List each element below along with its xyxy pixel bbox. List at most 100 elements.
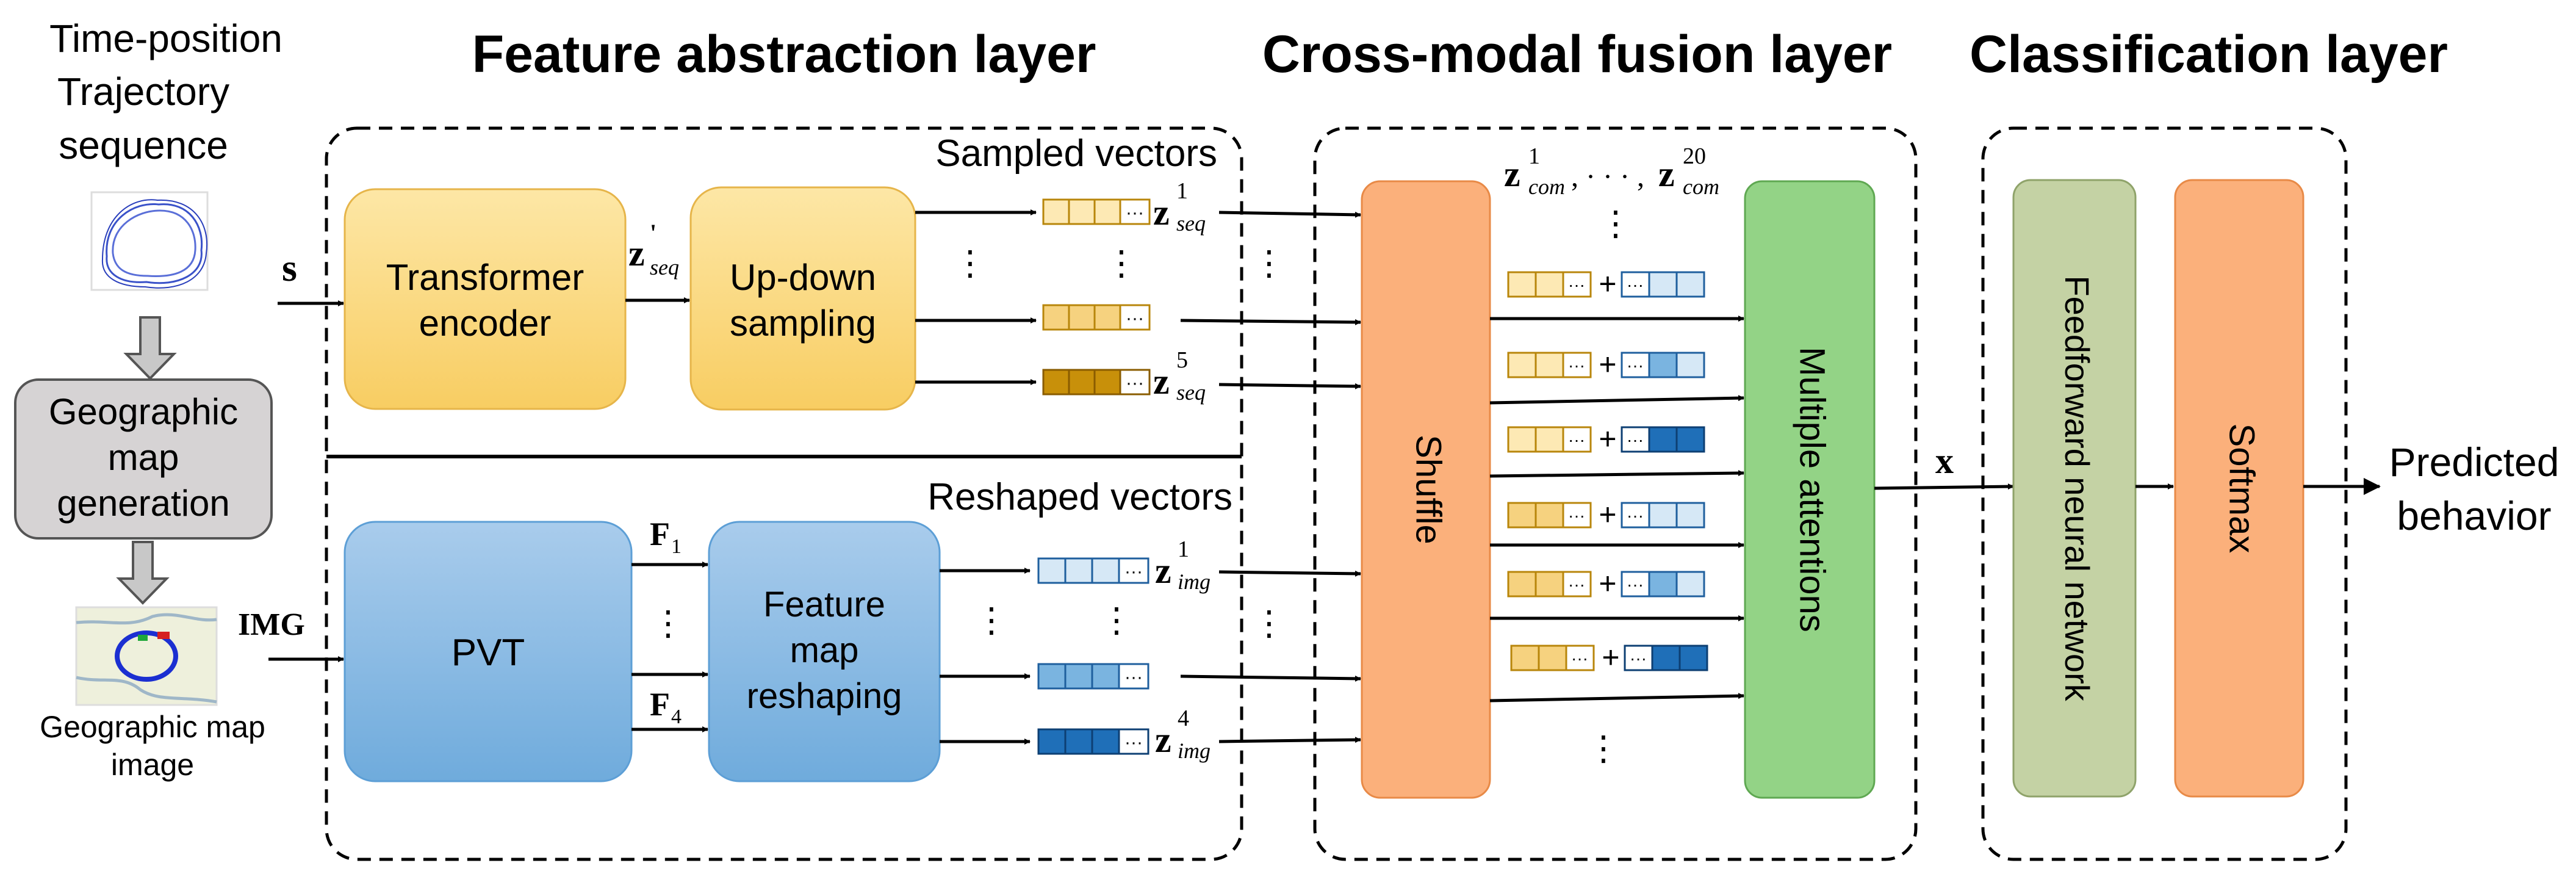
transformer-encoder-block: Transformer encoder <box>344 188 627 410</box>
z-com-20-sup: 20 <box>1683 143 1706 169</box>
geo-image-label-1: Geographic map <box>40 710 265 744</box>
arrow-fusion-2 <box>1489 395 1744 405</box>
arrow-fusion-3 <box>1489 470 1744 478</box>
z-com-1-base: z <box>1504 154 1520 194</box>
img-vector-1 <box>1037 557 1149 584</box>
label-img: IMG <box>238 607 305 642</box>
z-img-1-sup: 1 <box>1178 536 1189 562</box>
pvt-label: PVT <box>452 632 525 674</box>
z-seq-5-base: z <box>1153 361 1170 402</box>
f4-base: F <box>650 686 670 723</box>
fmr-label-3: reshaping <box>747 676 902 716</box>
label-f1: F 1 <box>650 516 682 558</box>
pair-3-yellow-dots: ··· <box>1568 430 1585 449</box>
z-img-1-sub: img <box>1178 569 1211 594</box>
arrow-x <box>1874 483 2014 490</box>
img-vector-mid-dots: ··· <box>1124 667 1143 687</box>
vdots-f: ⋮ <box>651 604 685 642</box>
softmax-block: Softmax <box>2174 179 2304 798</box>
z-seq-prime-sub: seq <box>650 255 679 280</box>
up-down-sampling-block: Up-down sampling <box>689 186 916 411</box>
seq-vector-1-dots: ··· <box>1126 203 1144 223</box>
label-z-img-1: z 1 img <box>1155 536 1211 594</box>
vdots-img-right: ⋮ <box>1099 601 1134 639</box>
seq-vector-1 <box>1042 198 1151 225</box>
output-label-1: Predicted <box>2389 439 2560 485</box>
label-s: s <box>282 246 297 289</box>
arrow-zseq5-to-shuffle <box>1218 383 1361 389</box>
combined-pair-3: ··· + ··· <box>1507 422 1705 456</box>
pair-3-plus: + <box>1599 422 1616 456</box>
combined-pair-6: ··· + ··· <box>1510 640 1708 674</box>
label-f4: F 4 <box>650 686 682 728</box>
geo-image-label-2: image <box>111 748 194 782</box>
combined-pair-1: ··· + ··· <box>1507 267 1705 301</box>
cross-modal-frame <box>1313 126 1918 861</box>
shuffle-label: Shuffle <box>1409 435 1448 544</box>
z-com-1-sub: com <box>1528 175 1565 199</box>
vdots-com-bottom: ⋮ <box>1586 729 1621 767</box>
pair-5-plus: + <box>1599 566 1616 601</box>
pair-6-plus: + <box>1602 640 1619 674</box>
vdots-between-seq: ⋮ <box>1252 244 1286 282</box>
geo-gen-label-1: Geographic <box>49 391 238 432</box>
geo-map-generation-box: Geographic map generation <box>14 378 273 540</box>
pair-2-yellow-dots: ··· <box>1568 356 1585 375</box>
geo-gen-label-3: generation <box>57 483 230 524</box>
pair-6-yellow-dots: ··· <box>1571 649 1588 668</box>
seq-vector-mid <box>1042 304 1151 331</box>
trajectory-label-3: sequence <box>59 123 228 167</box>
fmr-label-1: Feature <box>763 585 885 624</box>
combined-pair-2: ··· + ··· <box>1507 347 1705 381</box>
seq-vector-5 <box>1042 369 1151 396</box>
z-img-4-sup: 4 <box>1178 706 1189 731</box>
softmax-label: Softmax <box>2222 424 2262 554</box>
arrow-zimg1-to-shuffle <box>1218 570 1361 577</box>
ffn-block: Feedforward neural network <box>2012 179 2137 798</box>
geo-map-image-thumbnail <box>75 606 218 706</box>
pair-1-blue-dots: ··· <box>1627 275 1644 294</box>
pvt-block: PVT <box>344 521 633 782</box>
pair-4-blue-dots: ··· <box>1627 506 1644 525</box>
pair-5-yellow-dots: ··· <box>1568 575 1585 594</box>
arrow-imgmid-to-shuffle <box>1180 674 1361 682</box>
ffn-label: Feedforward neural network <box>2058 275 2096 701</box>
combined-pair-4: ··· + ··· <box>1507 497 1705 532</box>
label-z-img-4: z 4 img <box>1155 706 1211 763</box>
label-z-seq-1: z 1 seq <box>1153 178 1206 236</box>
img-vector-4 <box>1037 728 1149 755</box>
vdots-com-top: ⋮ <box>1599 204 1633 242</box>
arrow-fusion-6 <box>1489 693 1744 703</box>
f4-sub: 4 <box>671 706 682 728</box>
z-seq-prime-base: z <box>628 233 645 273</box>
seq-vector-mid-dots: ··· <box>1126 308 1144 328</box>
down-arrow-1 <box>123 316 177 380</box>
output-label-2: behavior <box>2397 493 2551 538</box>
img-vector-mid <box>1037 663 1149 690</box>
pair-1-yellow-dots: ··· <box>1568 275 1585 294</box>
section-reshaped-vectors: Reshaped vectors <box>927 476 1232 518</box>
z-img-1-base: z <box>1155 551 1171 591</box>
img-vector-1-dots: ··· <box>1124 562 1143 582</box>
transformer-label-2: encoder <box>419 303 552 344</box>
trajectory-label-2: Trajectory <box>57 70 229 114</box>
pair-2-plus: + <box>1599 347 1616 381</box>
geo-gen-label-2: map <box>108 437 179 478</box>
label-z-seq-5: z 5 seq <box>1153 347 1206 405</box>
z-img-4-sub: img <box>1178 739 1211 763</box>
vdots-seq-right: ⋮ <box>1104 244 1139 282</box>
feature-map-reshaping-block: Feature map reshaping <box>708 521 941 782</box>
multiple-attentions-block: Multiple attentions <box>1744 180 1876 799</box>
attentions-label: Multiple attentions <box>1793 347 1832 632</box>
z-seq-1-sup: 1 <box>1176 178 1188 204</box>
z-com-sep: , · · · , <box>1571 161 1644 193</box>
z-seq-1-base: z <box>1153 192 1170 233</box>
pair-1-plus: + <box>1599 267 1616 301</box>
pair-2-blue-dots: ··· <box>1627 356 1644 375</box>
transformer-label-1: Transformer <box>386 257 585 298</box>
heading-classification: Classification layer <box>1970 25 2448 84</box>
arrow-zimg4-to-shuffle <box>1218 737 1361 743</box>
heading-feature-abstraction: Feature abstraction layer <box>472 25 1096 84</box>
pair-6-blue-dots: ··· <box>1630 649 1647 668</box>
z-seq-1-sub: seq <box>1176 211 1206 236</box>
